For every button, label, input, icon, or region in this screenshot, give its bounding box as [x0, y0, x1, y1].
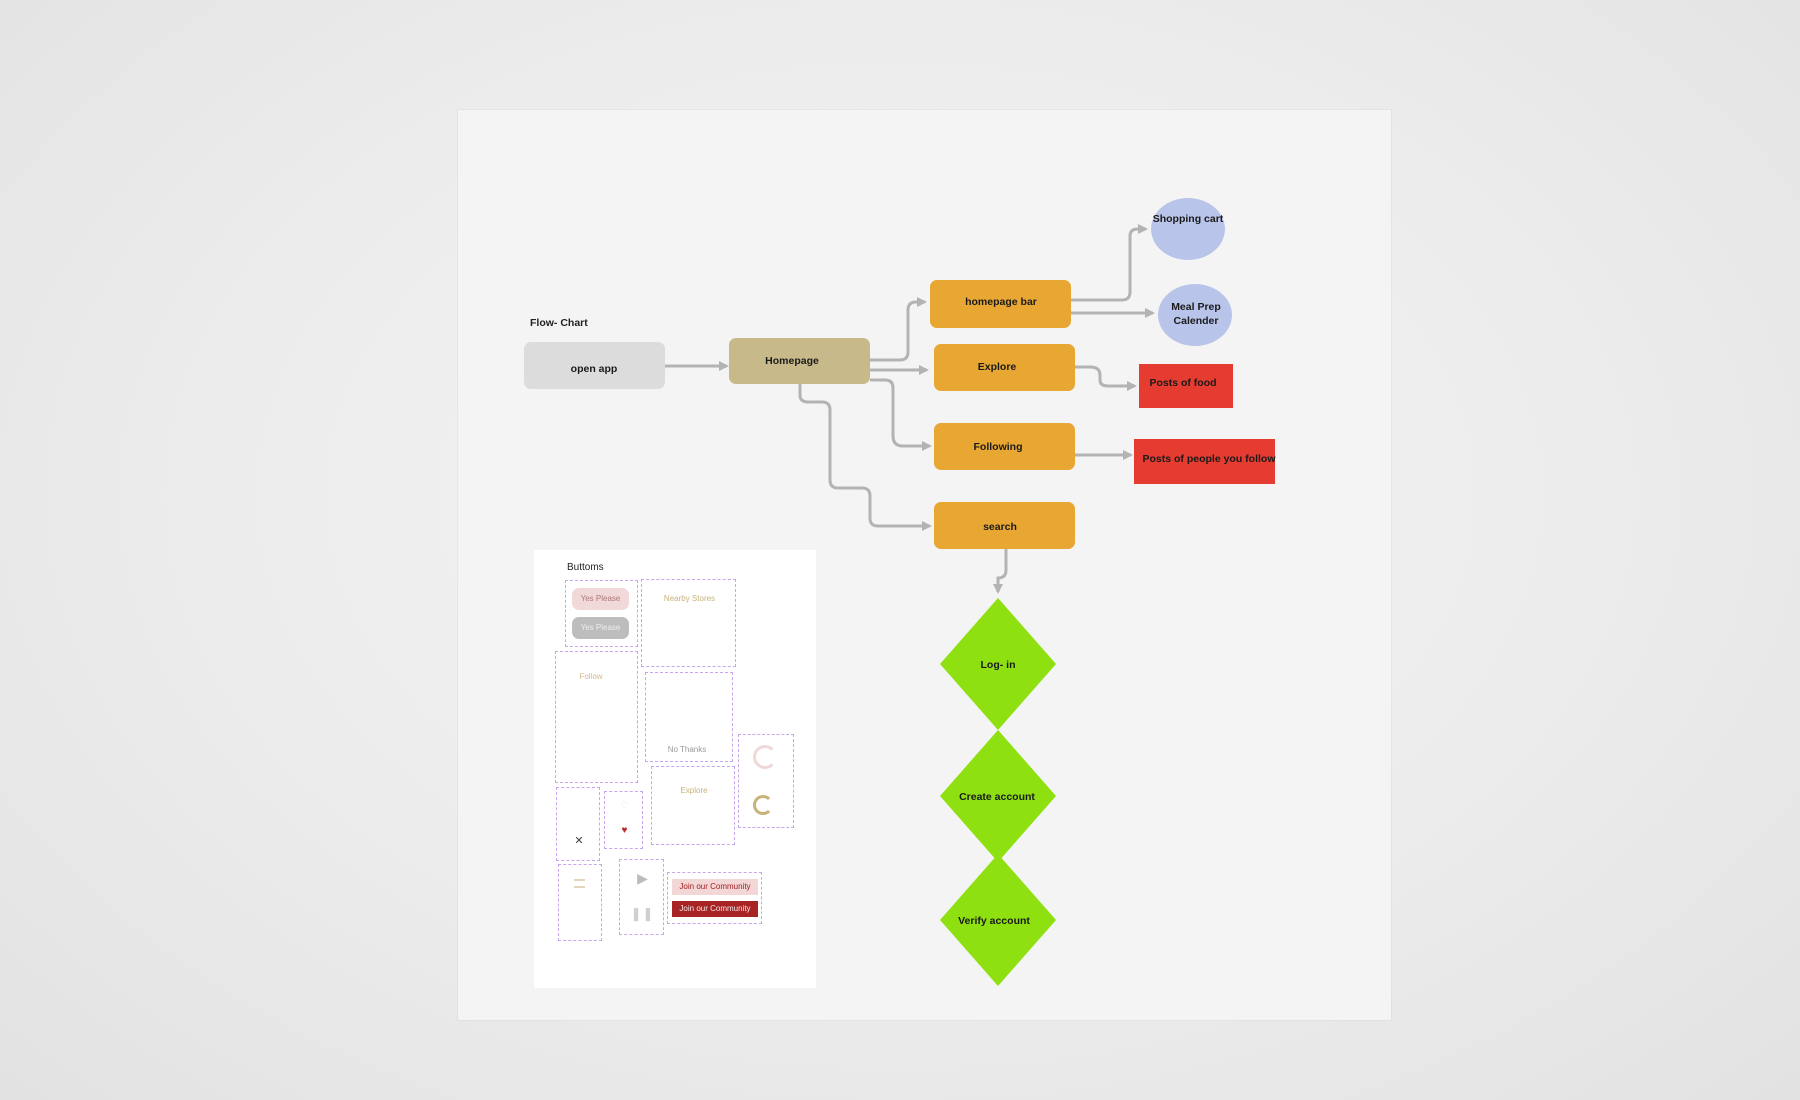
node-search[interactable]: search	[934, 502, 1075, 549]
close-group: ✕	[556, 787, 600, 861]
node-posts-follow-label: Posts of people you follow	[1142, 453, 1276, 465]
logo-mark-icon-gold	[753, 795, 773, 815]
node-shopping-cart-label: Shopping cart	[1153, 213, 1224, 225]
node-login[interactable]: Log- in	[940, 598, 1056, 730]
edge-bar-shopping	[1071, 224, 1148, 302]
node-search-label: search	[983, 521, 1017, 533]
node-following[interactable]: Following	[934, 423, 1075, 470]
node-homepage-bar[interactable]: homepage bar	[930, 280, 1071, 328]
explore-button[interactable]: Explore	[680, 786, 708, 795]
join-community-button-light[interactable]: Join our Community	[672, 879, 758, 895]
node-following-label: Following	[974, 441, 1023, 453]
play-icon[interactable]: ▶	[637, 870, 648, 886]
follow-group: Follow	[555, 651, 638, 783]
close-icon[interactable]: ✕	[574, 835, 584, 847]
nearby-stores-button[interactable]: Nearby Stores	[663, 594, 716, 603]
heart-icon[interactable]: ♥	[621, 825, 628, 836]
node-create-account[interactable]: Create account	[940, 730, 1056, 862]
node-posts-follow[interactable]: Posts of people you follow	[1134, 439, 1276, 484]
join-community-button-dark[interactable]: Join our Community	[672, 901, 758, 917]
buttons-panel-title: Buttoms	[567, 562, 604, 573]
edge-homepage-bar	[870, 297, 927, 362]
no-thanks-group: No Thanks	[645, 672, 733, 762]
node-homepage-label: Homepage	[765, 355, 819, 367]
connectors	[665, 224, 1155, 594]
nearby-stores-group: Nearby Stores	[641, 579, 736, 667]
pause-icon[interactable]: ❚❚	[630, 906, 655, 921]
heart-outline-icon[interactable]: ♡	[620, 800, 629, 810]
node-meal-prep-label-1: Meal Prep	[1171, 301, 1221, 313]
buttons-panel: Buttoms Yes Please Yes Please Nearby Sto…	[534, 550, 816, 988]
menu-icon[interactable]	[574, 879, 585, 888]
node-explore-label: Explore	[978, 361, 1017, 373]
join-group: Join our Community Join our Community	[667, 872, 762, 924]
follow-button[interactable]: Follow	[579, 672, 603, 681]
node-posts-of-food[interactable]: Posts of food	[1139, 364, 1233, 408]
node-homepage[interactable]: Homepage	[729, 338, 870, 384]
media-group: ▶ ❚❚	[619, 859, 664, 935]
yes-please-button-light[interactable]: Yes Please	[572, 588, 629, 610]
node-posts-of-food-label: Posts of food	[1149, 377, 1216, 389]
node-explore[interactable]: Explore	[934, 344, 1075, 391]
node-meal-prep-label-2: Calender	[1174, 315, 1219, 327]
edge-homepage-following	[870, 378, 932, 451]
node-login-label: Log- in	[981, 659, 1016, 671]
node-open-app[interactable]: open app	[524, 342, 665, 389]
edge-search-login	[993, 548, 1008, 594]
yes-please-group: Yes Please Yes Please	[565, 580, 638, 647]
logo-group	[738, 734, 794, 828]
explore-group: Explore	[651, 766, 735, 845]
node-shopping-cart[interactable]: Shopping cart	[1151, 198, 1225, 260]
menu-group	[558, 864, 602, 941]
yes-please-button-gray[interactable]: Yes Please	[572, 617, 629, 639]
node-verify-account-label: Verify account	[958, 915, 1030, 927]
edge-homepage-search	[798, 384, 932, 531]
node-verify-account[interactable]: Verify account	[940, 854, 1056, 986]
edge-explore-food	[1074, 365, 1137, 391]
no-thanks-button[interactable]: No Thanks	[667, 745, 707, 754]
node-create-account-label: Create account	[959, 791, 1035, 803]
node-homepage-bar-label: homepage bar	[965, 296, 1037, 308]
heart-group: ♡ ♥	[604, 791, 643, 849]
node-open-app-label: open app	[571, 363, 618, 375]
node-meal-prep[interactable]: Meal Prep Calender	[1158, 284, 1232, 346]
flowchart-title: Flow- Chart	[530, 317, 588, 329]
logo-mark-icon	[753, 745, 777, 769]
